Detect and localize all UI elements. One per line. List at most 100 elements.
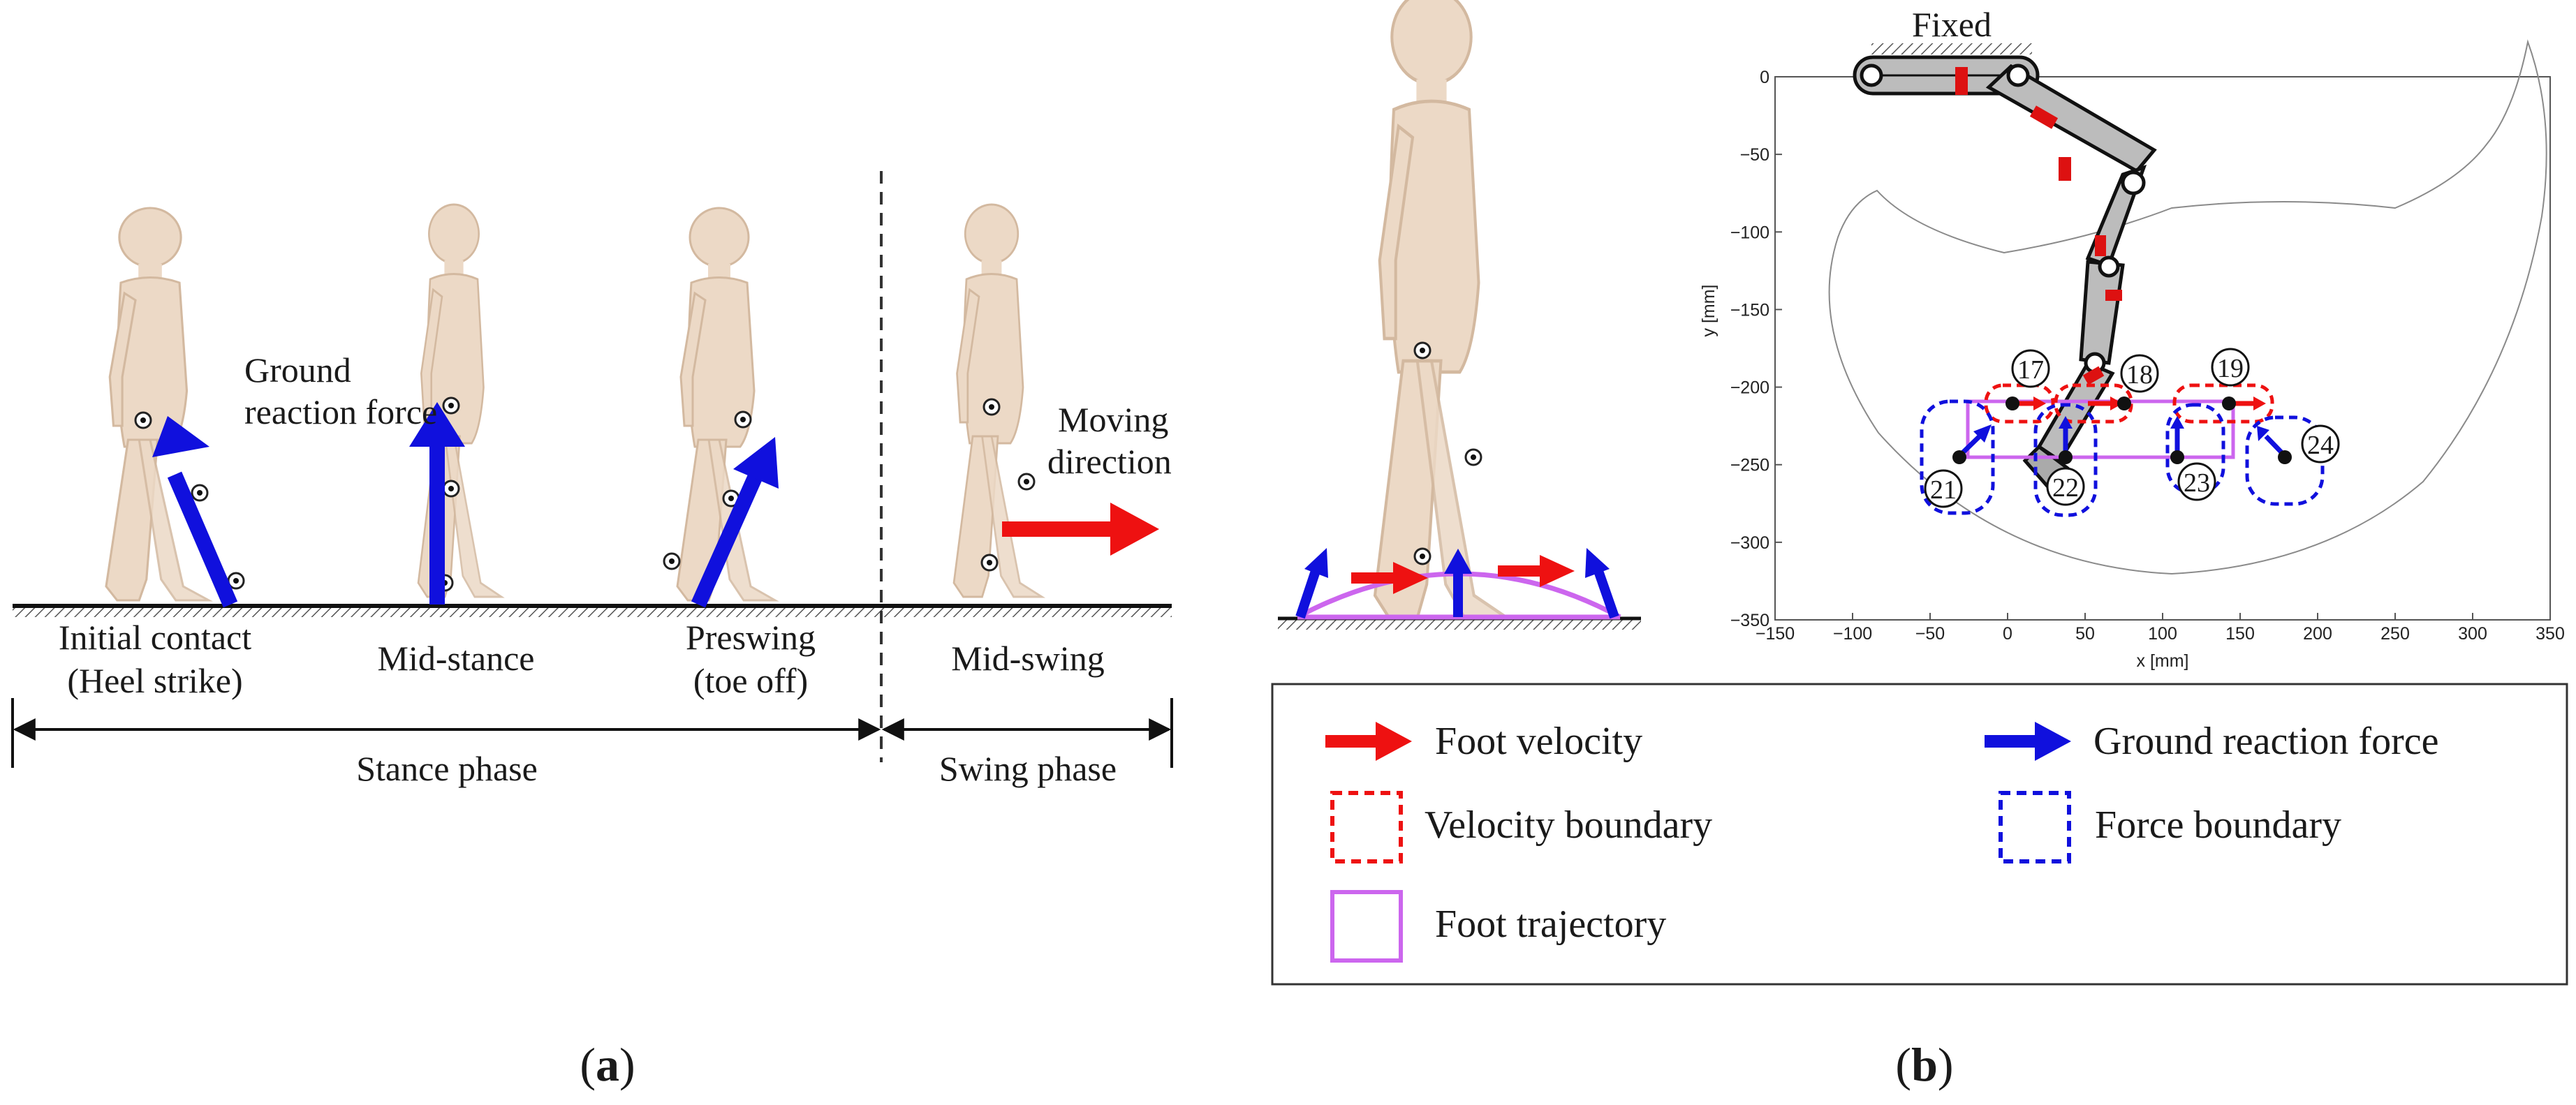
ground-reaction-force-arrow [1444, 549, 1472, 617]
y-axis-label: y [mm] [1699, 285, 1718, 337]
legend-force-boundary-label: Force boundary [2095, 803, 2341, 847]
x-tick-label: 200 [2303, 624, 2332, 644]
ground-hatch [13, 607, 1172, 617]
ground-reaction-force-label-line1: Ground [244, 350, 351, 390]
y-tick-label: 0 [1760, 68, 1769, 87]
ground-reaction-force-arrow [691, 437, 779, 608]
x-tick-label: 0 [2003, 624, 2012, 644]
ground-reaction-force-arrow [409, 402, 465, 605]
x-tick-label: 150 [2225, 624, 2255, 644]
y-tick-label: −100 [1730, 223, 1769, 242]
foot-velocity-arrow [2088, 396, 2123, 410]
workspace-boundary [1828, 39, 2547, 575]
x-tick-label: −100 [1833, 624, 1872, 644]
initial-contact-label: Initial contact [59, 618, 251, 657]
legend-foot-velocity-label: Foot velocity [1435, 720, 1642, 763]
svg-text:19: 19 [2217, 354, 2244, 383]
y-axis-ticks: 0−50−100−150−200−250−300−350 [1730, 68, 1782, 630]
x-tick-label: 300 [2458, 624, 2487, 644]
x-tick-label: 350 [2535, 624, 2565, 644]
force-boundary [2033, 403, 2098, 517]
panel-b-caption: (b) [1895, 1038, 1953, 1091]
legend-foot-velocity-swatch [1325, 722, 1412, 761]
x-tick-label: 50 [2075, 624, 2095, 644]
toe-off-label: (toe off) [693, 661, 808, 700]
force-boundary [2245, 415, 2325, 506]
point-label-18: 18 [2120, 354, 2159, 393]
svg-text:17: 17 [2017, 355, 2044, 385]
legend-velocity-boundary-label: Velocity boundary [1425, 803, 1712, 847]
legend-box [1271, 683, 2568, 986]
velocity-boundary [1984, 383, 2055, 424]
moving-direction-arrow [1002, 503, 1159, 556]
swing-phase-label: Swing phase [939, 749, 1117, 788]
y-tick-label: −200 [1730, 378, 1769, 398]
ground-reaction-force-arrow [1295, 548, 1328, 619]
ground-hatch [1278, 620, 1641, 630]
svg-text:18: 18 [2126, 360, 2153, 390]
foot-trajectory-path [1966, 399, 2235, 459]
svg-text:24: 24 [2307, 431, 2334, 460]
stance-phase-label: Stance phase [356, 749, 538, 788]
ankle-joint-marker [980, 554, 999, 572]
fixed-hatch [1871, 43, 2032, 54]
point-label-23: 23 [2177, 462, 2216, 501]
x-tick-label: −150 [1756, 624, 1795, 644]
mid-swing-label: Mid-swing [951, 639, 1104, 678]
point-label-21: 21 [1924, 469, 1963, 508]
knee-joint-marker [442, 480, 460, 498]
svg-text:23: 23 [2184, 468, 2210, 498]
svg-text:21: 21 [1930, 475, 1957, 505]
velocity-boundary [2172, 383, 2274, 424]
y-tick-label: −250 [1730, 456, 1769, 475]
ground-reaction-force-arrow [2170, 416, 2184, 456]
hip-joint-marker [734, 410, 752, 429]
preswing-label: Preswing [686, 618, 816, 657]
ankle-joint-marker [663, 552, 681, 570]
ground-reaction-force-arrow [2257, 426, 2287, 458]
actuator-marks [1955, 67, 2122, 385]
hip-joint-marker [134, 411, 152, 429]
moving-direction-label-line1: Moving [1058, 400, 1168, 439]
y-tick-label: −150 [1730, 300, 1769, 320]
svg-text:22: 22 [2052, 473, 2079, 503]
leg-linkage [1853, 55, 2157, 491]
legend-ground-reaction-force-label: Ground reaction force [2093, 720, 2438, 763]
point-label-22: 22 [2046, 467, 2085, 506]
x-tick-label: −50 [1915, 624, 1945, 644]
hip-joint-marker [1413, 341, 1431, 359]
ground-reaction-force-label-line2: reaction force [244, 392, 437, 431]
hip-joint-marker [982, 398, 1001, 416]
mid-stance-label: Mid-stance [378, 639, 535, 678]
knee-joint-marker [191, 484, 209, 502]
legend-force-swatch [1985, 722, 2071, 761]
panel-a: Ground reaction force Moving direction I… [11, 171, 1173, 1091]
ground-reaction-force-arrow [1957, 424, 1992, 458]
ground-reaction-force-arrow [152, 416, 238, 608]
plot-frame [1774, 76, 2551, 621]
fixed-label: Fixed [1912, 5, 1992, 44]
foot-velocity-arrow [2231, 396, 2266, 410]
y-tick-label: −50 [1740, 145, 1769, 165]
x-tick-label: 250 [2380, 624, 2410, 644]
knee-joint-marker [1017, 473, 1036, 491]
point-label-19: 19 [2211, 348, 2250, 387]
y-tick-label: −300 [1730, 533, 1769, 553]
ground-reaction-force-arrow [1585, 548, 1619, 619]
force-boundary [1920, 399, 1995, 515]
trajectory-points [1952, 396, 2292, 464]
legend-foot-trajectory-swatch [1330, 890, 1403, 963]
legend: Foot velocity Ground reaction force Velo… [1271, 683, 2568, 986]
velocity-boundary [2054, 383, 2133, 424]
moving-direction-label-line2: direction [1047, 442, 1172, 481]
legend-force-boundary-swatch [1999, 791, 2071, 863]
knee-joint-marker [1464, 448, 1482, 466]
force-boundary [2165, 403, 2225, 495]
heel-strike-label: (Heel strike) [67, 661, 242, 700]
foot-velocity-arrow [1498, 555, 1575, 587]
ankle-joint-marker [1413, 547, 1431, 565]
